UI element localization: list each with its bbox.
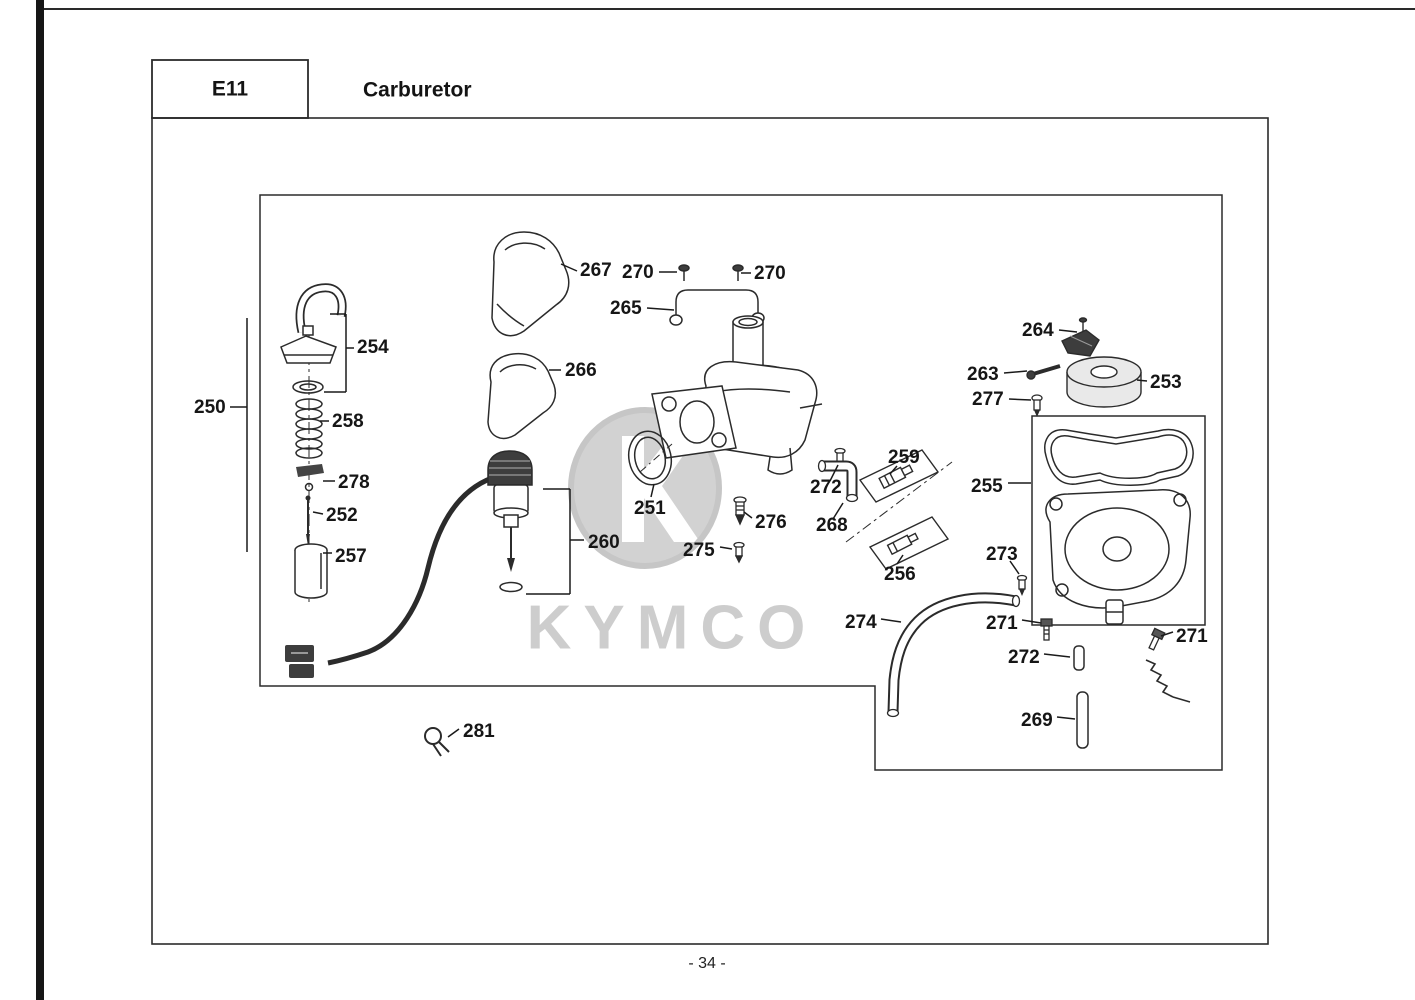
part-label-272-bottom: 272 <box>1008 647 1040 668</box>
starter-wire <box>327 475 493 666</box>
gasket-251 <box>627 430 673 486</box>
screw-275 <box>733 541 745 564</box>
throttle-slide-257 <box>294 543 328 599</box>
screw-277 <box>1031 394 1043 417</box>
part-label-260: 260 <box>588 532 620 553</box>
header-code: E11 <box>212 78 249 101</box>
fuel-hose-274 <box>886 592 1021 718</box>
part-label-269: 269 <box>1021 710 1053 731</box>
kymco-watermark: KYMCO <box>527 407 818 662</box>
part-label-259: 259 <box>888 447 920 468</box>
drain-bolt-271-right <box>1148 627 1166 651</box>
jet-assemblies <box>845 449 953 570</box>
part-label-274: 274 <box>845 612 877 633</box>
screw-263 <box>1026 364 1061 380</box>
starter-ring-253 <box>1066 356 1142 408</box>
part-label-253: 253 <box>1150 372 1182 393</box>
page-number: - 34 - <box>688 955 725 972</box>
part-labels: 267 270 270 265 254 250 258 266 264 263 … <box>194 260 1208 742</box>
part-label-272-top: 272 <box>810 477 842 498</box>
part-label-270-left: 270 <box>622 262 654 283</box>
part-label-270-right: 270 <box>754 263 786 284</box>
cap-oring <box>292 380 324 394</box>
part-label-277: 277 <box>972 389 1004 410</box>
part-label-266: 266 <box>565 360 597 381</box>
cap-267 <box>491 231 570 337</box>
part-label-275: 275 <box>683 540 715 561</box>
tube-269 <box>1076 691 1089 749</box>
part-label-273: 273 <box>986 544 1018 565</box>
rubber-caps <box>487 231 570 440</box>
part-label-252: 252 <box>326 505 358 526</box>
part-label-278: 278 <box>338 472 370 493</box>
needle-clip-278 <box>296 464 324 477</box>
float-chamber-box-255 <box>1031 415 1206 626</box>
elbow-pipe-268 <box>817 459 859 503</box>
choke-arm <box>1061 329 1100 357</box>
part-label-265: 265 <box>610 298 642 319</box>
part-label-251: 251 <box>634 498 666 519</box>
cap-266 <box>487 352 557 440</box>
part-label-268: 268 <box>816 515 848 536</box>
auto-bystarter-260 <box>285 450 533 678</box>
small-screws <box>733 447 846 564</box>
hose-clamp-281 <box>424 727 450 757</box>
slide-cap-254 <box>280 335 337 364</box>
screw-270-left <box>678 264 690 281</box>
drain-bolt-271-left <box>1040 618 1053 641</box>
leader-lines <box>230 263 1174 738</box>
part-label-256: 256 <box>884 564 916 585</box>
pilot-screw-spring <box>1145 659 1191 703</box>
content-frame <box>151 117 1269 945</box>
screw-270-right <box>732 264 744 281</box>
screw-273 <box>1016 574 1028 596</box>
header-title: Carburetor <box>363 79 472 102</box>
slide-spring-258 <box>295 398 323 459</box>
part-label-263: 263 <box>967 364 999 385</box>
part-label-250: 250 <box>194 397 226 418</box>
watermark-text: KYMCO <box>527 593 818 662</box>
choke-starter-parts <box>1026 317 1142 417</box>
bowl-gasket <box>1044 428 1194 486</box>
part-label-271-right: 271 <box>1176 626 1208 647</box>
part-label-281: 281 <box>463 721 495 742</box>
part-label-271-left: 271 <box>986 613 1018 634</box>
part-label-267: 267 <box>580 260 612 281</box>
carburetor-body <box>639 264 823 475</box>
part-label-255: 255 <box>971 476 1003 497</box>
part-label-254: 254 <box>357 337 389 358</box>
part-label-276: 276 <box>755 512 787 533</box>
part-label-257: 257 <box>335 546 367 567</box>
cable-bracket-265 <box>675 289 759 324</box>
scan-left-bar <box>36 0 44 1000</box>
throttle-slide-assembly <box>280 283 347 606</box>
tube-272 <box>1073 645 1085 671</box>
float-bowl <box>1045 489 1191 625</box>
float-chamber-assembly <box>1016 415 1206 749</box>
jet-needle-252 <box>305 495 311 546</box>
diagram-frame <box>259 194 1223 771</box>
screw-276 <box>733 496 747 526</box>
part-label-264: 264 <box>1022 320 1054 341</box>
part-label-258: 258 <box>332 411 364 432</box>
